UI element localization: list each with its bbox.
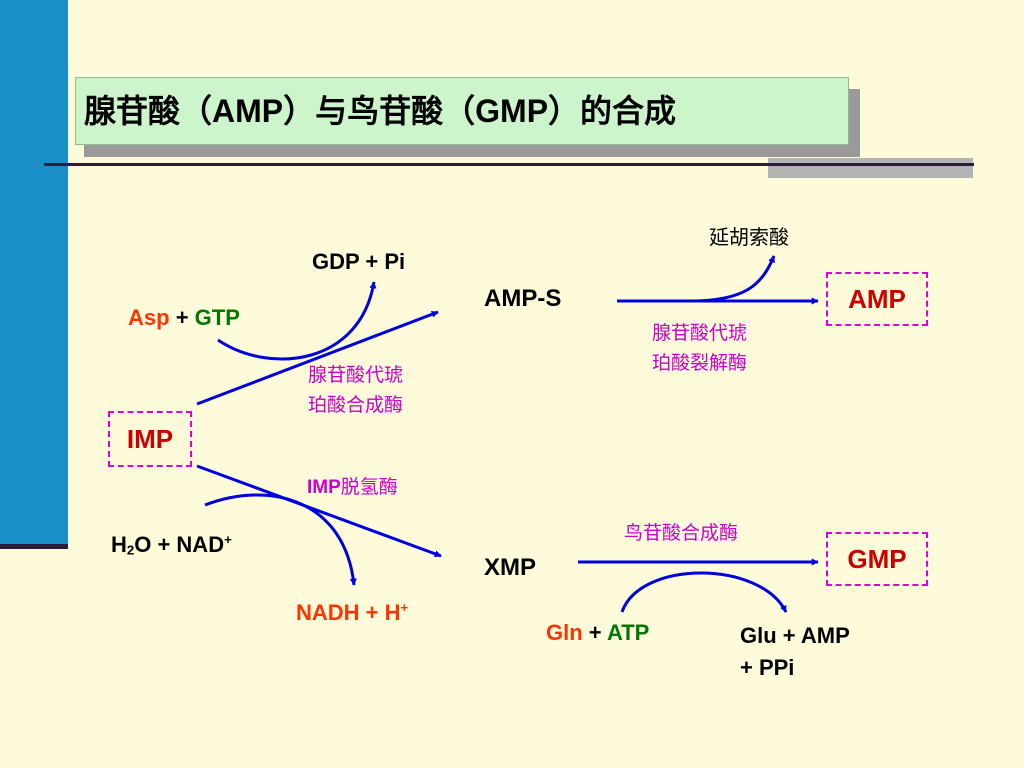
- xmp-node: XMP: [484, 554, 537, 581]
- enzyme-synthetase-line-1: 腺苷酸代琥: [308, 364, 404, 386]
- arrow-gln-to-glu: [620, 571, 788, 613]
- gmp-box: GMP: [826, 532, 928, 586]
- glu-amp-line: Glu + AMP: [740, 623, 850, 648]
- gmp-label: GMP: [847, 543, 907, 574]
- atp-text: ATP: [606, 620, 650, 645]
- gln-atp-label: Gln + ATP: [546, 620, 649, 646]
- h2o-h: H: [111, 532, 127, 557]
- imp-dh-prefix: IMP: [307, 477, 341, 498]
- plus-gln-atp: +: [588, 620, 602, 645]
- fumarate-label: 延胡索酸: [709, 225, 789, 249]
- imp-box: IMP: [108, 411, 192, 467]
- arrow-nad-to-nadh: [204, 493, 357, 586]
- h-superscript: +: [400, 600, 409, 616]
- title-part-2: ）与鸟苷酸（: [283, 92, 476, 130]
- enzyme-gmp-synthetase: 鸟苷酸合成酶: [624, 522, 739, 544]
- amp-label: AMP: [848, 283, 906, 314]
- gln-text: Gln: [546, 620, 583, 645]
- left-accent-bar: [0, 0, 68, 544]
- title-part-3: ）的合成: [548, 92, 677, 130]
- nad-superscript: +: [224, 532, 232, 548]
- enzyme-synthetase-line-2: 珀酸合成酶: [308, 394, 404, 416]
- enzyme-imp-dehydrogenase: IMP脱氢酶: [307, 472, 398, 499]
- h2o-rest: O + NAD: [134, 532, 225, 557]
- title-part-1: 腺苷酸（: [84, 92, 213, 130]
- arrow-gtp-to-gdp: [217, 281, 377, 361]
- gdp-pi-label: GDP + Pi: [312, 249, 406, 274]
- enzyme-lyase-line-2: 珀酸裂解酶: [652, 352, 748, 374]
- enzyme-adenylosuccinate-synthetase: 腺苷酸代琥 珀酸合成酶: [308, 360, 403, 420]
- asp-gtp-label: Asp + GTP: [128, 305, 240, 331]
- enzyme-lyase-line-1: 腺苷酸代琥: [652, 322, 748, 344]
- enzyme-adenylosuccinate-lyase: 腺苷酸代琥 珀酸裂解酶: [652, 318, 747, 378]
- title-box: [75, 77, 849, 145]
- ppi-line: + PPi: [740, 655, 795, 680]
- plus-asp-gtp: +: [175, 305, 189, 330]
- arrow-imp-to-amp-s: [196, 310, 439, 406]
- imp-label: IMP: [126, 423, 174, 454]
- glu-amp-ppi-label: Glu + AMP + PPi: [740, 620, 850, 684]
- title-gmp: GMP: [475, 93, 549, 129]
- arrow-imp-to-xmp: [196, 464, 442, 558]
- title-rule-line: [44, 163, 974, 166]
- h2o-subscript: 2: [126, 542, 135, 558]
- amp-s-node: AMP-S: [484, 285, 562, 312]
- nadh-text: NADH + H: [296, 600, 401, 625]
- arrow-to-fumarate: [689, 255, 776, 303]
- amp-box: AMP: [826, 272, 928, 326]
- nadh-label: NADH + H+: [296, 600, 408, 626]
- title-amp: AMP: [212, 93, 284, 129]
- imp-dh-suffix: 脱氢酶: [340, 476, 398, 498]
- asp-text: Asp: [128, 305, 170, 330]
- h2o-nad-label: H2O + NAD+: [111, 532, 232, 558]
- slide-title: 腺苷酸（AMP）与鸟苷酸（GMP）的合成: [84, 86, 676, 136]
- gtp-text: GTP: [194, 305, 240, 330]
- left-bar-underline: [0, 544, 68, 549]
